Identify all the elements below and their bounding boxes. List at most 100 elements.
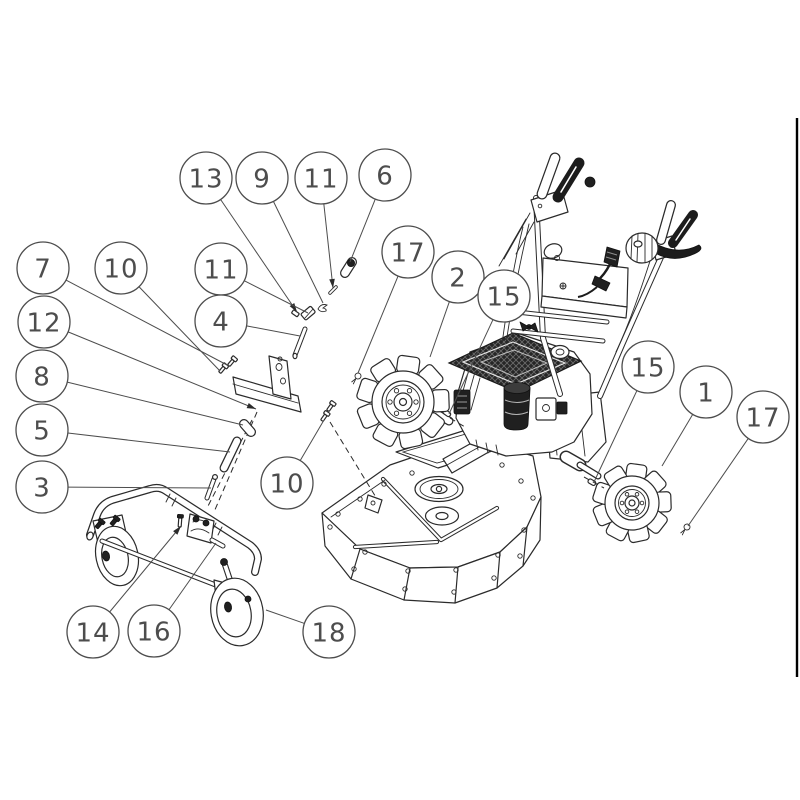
wing-knob [519,321,539,333]
balloon-circle [179,151,233,205]
balloon-number: 11 [203,255,238,285]
leader-line [429,301,450,358]
balloon-circle [431,250,485,304]
leader-line [243,280,309,314]
balloon-8-12: 8 [15,349,244,426]
balloon-12-11: 12 [17,295,257,410]
leader-line [687,438,749,527]
balloon-1-17: 1 [661,365,733,467]
balloon-2-5: 2 [429,250,485,358]
leader-line [323,203,334,289]
leader-line [349,198,376,263]
balloon-11-2: 11 [294,151,348,289]
balloon-17-4: 17 [357,225,435,374]
balloon-number: 18 [311,618,346,648]
right-wheel [592,462,672,544]
balloon-number: 12 [26,308,61,338]
balloon-circle [94,241,148,295]
leader-arrowhead [329,278,335,288]
balloon-14-19: 14 [66,525,182,659]
balloon-number: 15 [486,282,521,312]
assembly-dashed-lines [206,411,605,513]
balloon-4-10: 4 [194,294,301,348]
leader-line [67,381,244,426]
axle-pin-right [587,478,597,487]
balloon-circle [358,148,412,202]
balloon-circle [16,241,70,295]
balloon-number: 8 [33,362,51,392]
balloon-circle [17,295,71,349]
leader-line [246,325,301,337]
balloon-circle [15,349,69,403]
leader-line [265,609,305,624]
balloon-number: 9 [253,164,271,194]
balloon-number: 16 [136,617,171,647]
balloon-circle [260,456,314,510]
leader-line [593,390,638,483]
handle-hardware [291,257,357,360]
dashed-line-0 [206,419,253,509]
leader-line [272,201,324,304]
balloon-circle [477,269,531,323]
leader-line [661,414,694,467]
clip-9 [317,304,328,313]
leader-line [168,542,217,611]
balloon-11-9: 11 [194,242,309,314]
leader-line [109,525,182,613]
balloon-number: 2 [449,263,467,293]
balloon-13-0: 13 [179,151,298,313]
fuel-cap [550,344,570,360]
leader-line [448,319,494,415]
leader-line [299,419,325,461]
counterweight-bracket [232,355,302,413]
balloon-circle [736,390,790,444]
balloon-number: 17 [745,403,780,433]
key-13 [291,309,300,318]
pivot-rod-parts [204,419,256,501]
leader-line [138,286,221,372]
balloon-number: 14 [75,618,110,648]
balloon-circle [15,460,69,514]
balloon-16-20: 16 [127,542,217,658]
balloon-circle [302,605,356,659]
balloon-10-15: 10 [260,419,325,510]
dashed-line-1 [213,411,258,513]
right-caster-wheel [210,558,264,647]
balloon-circle [381,225,435,279]
balloon-number: 15 [630,353,665,383]
deck-bolts [327,462,536,595]
balloon-15-6: 15 [448,269,531,415]
balloon-circle [235,151,289,205]
caster-clamp [186,513,215,544]
balloon-number: 17 [390,238,425,268]
leader-arrowhead [289,302,297,312]
adjust-handwheel [625,232,659,264]
dashed-line-3 [583,476,605,489]
balloon-circle [294,151,348,205]
balloon-3-14: 3 [15,460,212,514]
balloon-number: 13 [188,164,223,194]
left-caster-wheel [92,514,140,587]
balloon-17-18: 17 [687,390,790,527]
balloon-number: 4 [212,307,230,337]
balloon-number: 3 [33,473,51,503]
balloon-circle [194,294,248,348]
engine [447,332,593,457]
balloon-6-3: 6 [349,148,412,263]
balloon-10-8: 10 [94,241,221,372]
balloon-18-21: 18 [265,605,356,659]
mower-deck [321,429,542,604]
balloon-number: 11 [303,164,338,194]
caster-bolt [176,513,184,528]
balloon-7-7: 7 [16,241,230,367]
left-wheel [356,354,450,450]
leader-line [220,199,298,313]
leader-arrowhead [246,402,256,409]
shift-lever [591,275,611,292]
cotter-pin-left [351,372,362,385]
balloon-number: 10 [103,254,138,284]
left-knob [584,176,596,188]
balloon-number: 10 [269,469,304,499]
clutch-bail-lever [647,240,702,259]
